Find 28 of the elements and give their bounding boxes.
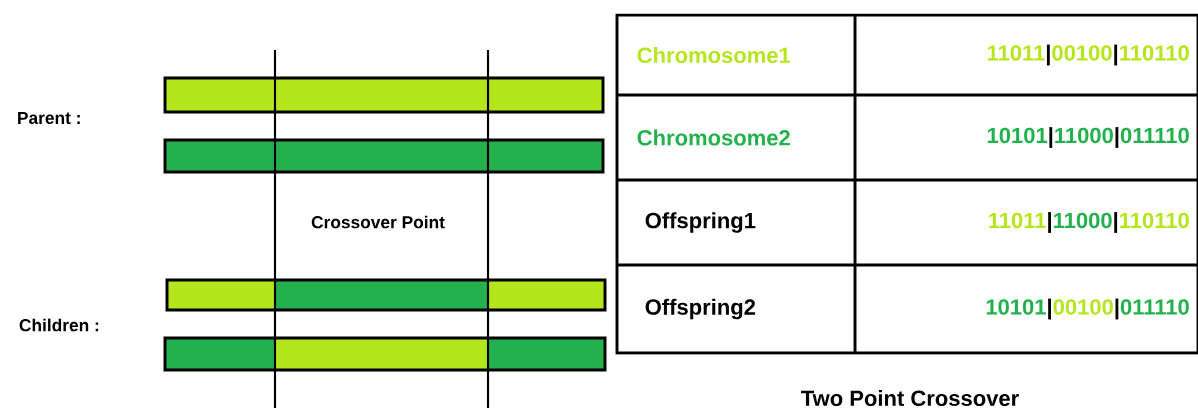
- bit-string: 00100: [1053, 299, 1113, 315]
- bit-string: 011110: [1120, 127, 1189, 144]
- separator: |: [1049, 127, 1053, 148]
- bit-string: 11000: [1055, 127, 1113, 144]
- row-label: Parent :: [14, 109, 85, 127]
- cell-text: Chromosome2: [637, 129, 790, 146]
- bit-string: 110110: [1120, 212, 1189, 229]
- cell-text: Offspring1: [645, 212, 756, 233]
- separator: |: [1114, 44, 1118, 66]
- separator: |: [1048, 212, 1051, 233]
- separator: |: [1115, 127, 1119, 148]
- bit-string: 00100: [1052, 45, 1112, 61]
- bit-string: 011110: [1120, 299, 1189, 315]
- bit-string: 10101: [987, 127, 1048, 144]
- cell-text: Offspring2: [645, 298, 756, 320]
- bit-string: 11011: [987, 45, 1045, 61]
- separator: |: [1115, 298, 1119, 320]
- cell-text: Chromosome1: [637, 46, 791, 64]
- bit-string: 11000: [1054, 212, 1112, 229]
- bit-string: 110110: [1120, 45, 1189, 61]
- caption: Two Point Crossover: [801, 389, 1019, 407]
- separator: |: [1048, 298, 1051, 320]
- bit-string: 10101: [986, 299, 1046, 315]
- separator: |: [1114, 212, 1118, 233]
- row-label: Crossover Point: [308, 212, 448, 232]
- bit-string: 11011: [989, 212, 1046, 229]
- separator: |: [1046, 44, 1050, 66]
- row-label: Children :: [16, 316, 103, 335]
